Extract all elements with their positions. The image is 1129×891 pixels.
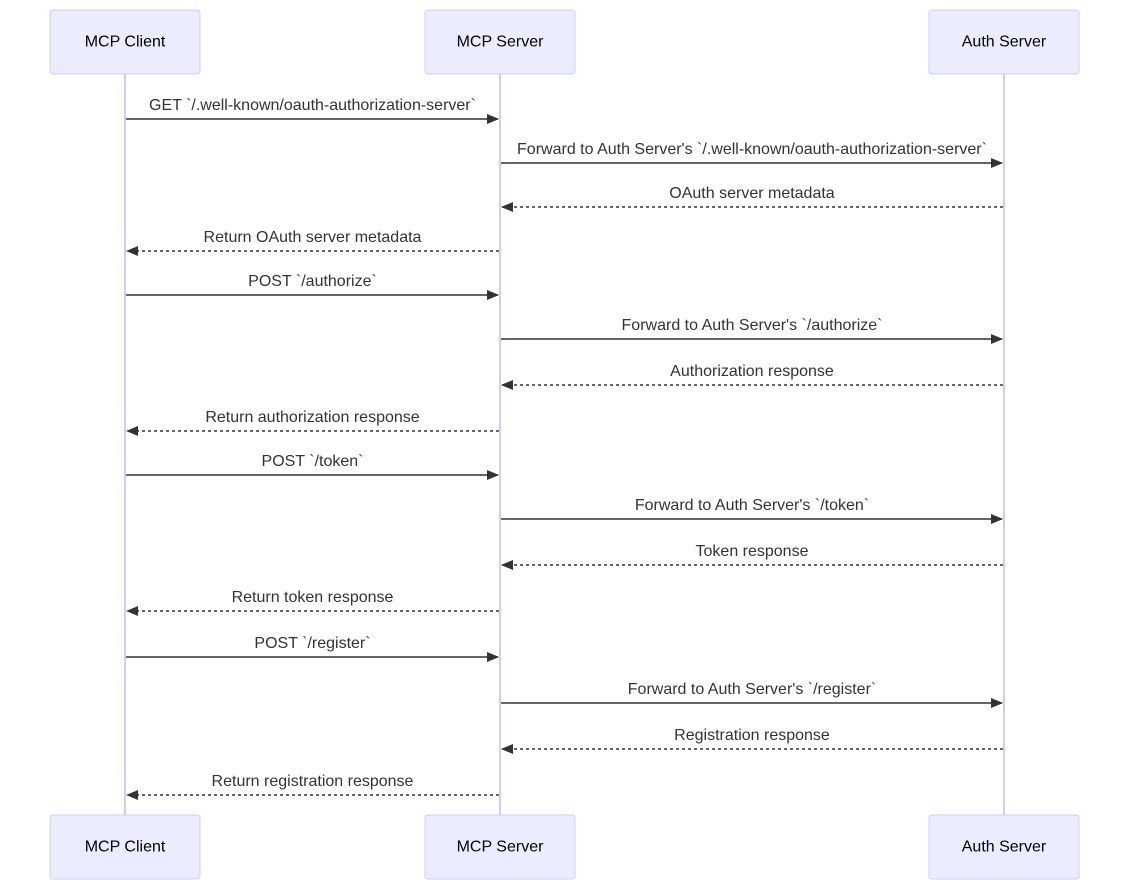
message-7: Authorization response	[501, 363, 1003, 390]
message-3: OAuth server metadata	[501, 185, 1003, 212]
message-label: Forward to Auth Server's `/.well-known/o…	[517, 141, 987, 158]
message-16: Return registration response	[126, 773, 499, 800]
message-12: Return token response	[126, 589, 499, 616]
participant-client-bottom: MCP Client	[49, 814, 201, 880]
message-4: Return OAuth server metadata	[126, 229, 499, 256]
participant-label: Auth Server	[962, 34, 1047, 51]
participant-box	[424, 814, 576, 880]
message-10: Forward to Auth Server's `/token`	[501, 497, 1003, 524]
message-6: Forward to Auth Server's `/authorize`	[501, 317, 1003, 344]
message-label: Return OAuth server metadata	[204, 229, 422, 246]
message-label: Forward to Auth Server's `/authorize`	[622, 317, 883, 334]
participant-label: MCP Client	[85, 34, 166, 51]
participant-box	[928, 9, 1080, 75]
message-2: Forward to Auth Server's `/.well-known/o…	[501, 141, 1003, 168]
message-label: POST `/register`	[254, 635, 370, 652]
message-label: Registration response	[674, 727, 830, 744]
message-label: Forward to Auth Server's `/register`	[628, 681, 876, 698]
message-label: Forward to Auth Server's `/token`	[635, 497, 869, 514]
participant-auth-top: Auth Server	[928, 9, 1080, 75]
participant-label: MCP Server	[457, 839, 545, 856]
message-5: POST `/authorize`	[126, 273, 499, 300]
participant-box	[928, 814, 1080, 880]
participant-client-top: MCP Client	[49, 9, 201, 75]
message-label: POST `/authorize`	[248, 273, 377, 290]
participant-box	[49, 9, 201, 75]
message-label: Return token response	[232, 589, 394, 606]
message-label: GET `/.well-known/oauth-authorization-se…	[149, 97, 476, 114]
participant-label: Auth Server	[962, 839, 1047, 856]
participant-server-bottom: MCP Server	[424, 814, 576, 880]
participant-label: MCP Server	[457, 34, 545, 51]
message-14: Forward to Auth Server's `/register`	[501, 681, 1003, 708]
message-label: POST `/token`	[262, 453, 364, 470]
message-label: Token response	[696, 543, 809, 560]
message-label: OAuth server metadata	[669, 185, 835, 202]
message-label: Authorization response	[670, 363, 834, 380]
message-label: Return registration response	[212, 773, 414, 790]
message-11: Token response	[501, 543, 1003, 570]
message-15: Registration response	[501, 727, 1003, 754]
participant-box	[424, 9, 576, 75]
message-13: POST `/register`	[126, 635, 499, 662]
message-label: Return authorization response	[205, 409, 419, 426]
message-1: GET `/.well-known/oauth-authorization-se…	[126, 97, 499, 124]
participant-label: MCP Client	[85, 839, 166, 856]
participant-auth-bottom: Auth Server	[928, 814, 1080, 880]
participant-server-top: MCP Server	[424, 9, 576, 75]
message-8: Return authorization response	[126, 409, 499, 436]
participant-box	[49, 814, 201, 880]
message-9: POST `/token`	[126, 453, 499, 480]
